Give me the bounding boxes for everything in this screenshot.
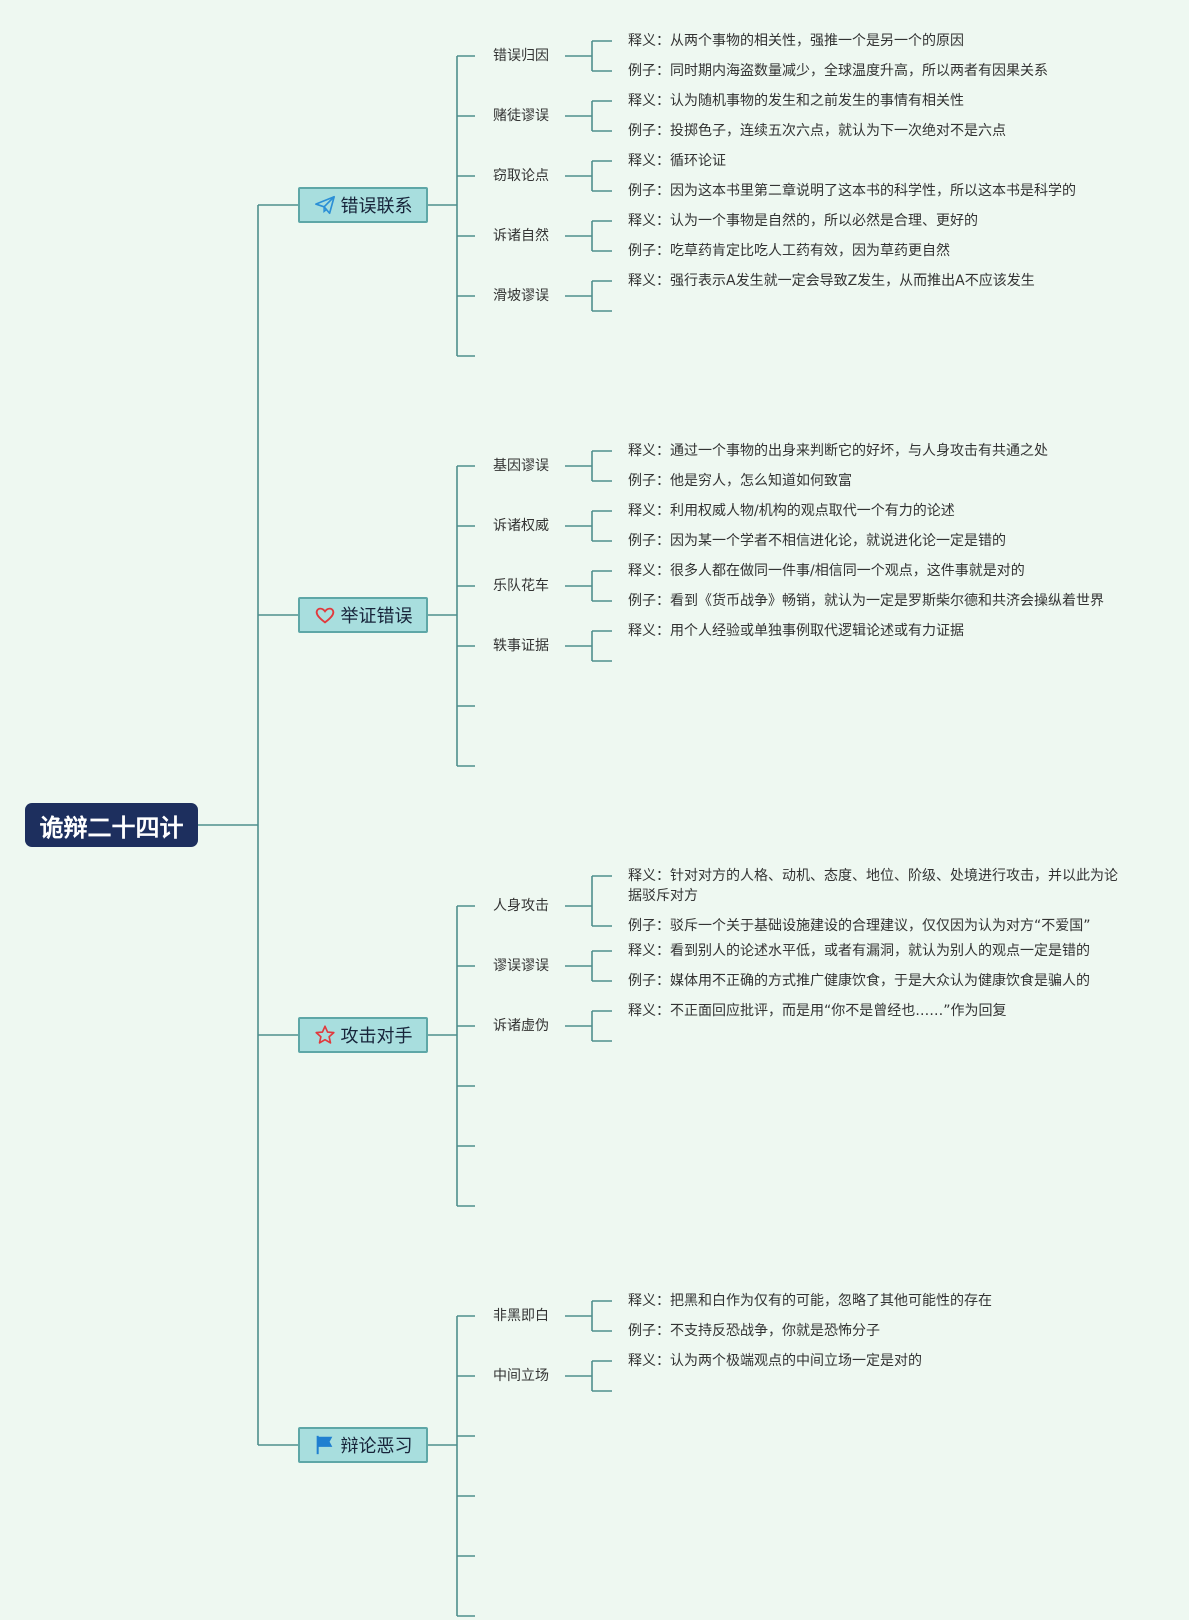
definition-note: 释义：认为两个极端观点的中间立场一定是对的 (628, 1353, 922, 1369)
branch-node-1[interactable]: 错误联系 (298, 187, 428, 223)
example-note: 例子：投掷色子，连续五次六点，就认为下一次绝对不是六点 (628, 123, 1006, 139)
branch-label: 攻击对手 (340, 1026, 413, 1047)
definition-note: 释义：很多人都在做同一件事/相信同一个观点，这件事就是对的 (628, 563, 1025, 579)
branch-node-2[interactable]: 举证错误 (298, 597, 428, 633)
sub-node[interactable]: 乐队花车 (493, 578, 549, 594)
star-icon (314, 1024, 341, 1046)
definition-note: 释义：针对对方的人格、动机、态度、地位、阶级、处境进行攻击，并以此为论据驳斥对方 (628, 868, 1118, 904)
sub-node[interactable]: 诉诸权威 (493, 518, 549, 534)
example-note: 例子：因为这本书里第二章说明了这本书的科学性，所以这本书是科学的 (628, 183, 1076, 199)
example-note: 例子：他是穷人，怎么知道如何致富 (628, 473, 852, 489)
branch-label: 错误联系 (340, 196, 413, 217)
sub-node[interactable]: 窃取论点 (493, 168, 549, 184)
definition-note: 释义：通过一个事物的出身来判断它的好坏，与人身攻击有共通之处 (628, 443, 1048, 459)
branch-label: 辩论恶习 (340, 1436, 413, 1457)
sub-node[interactable]: 赌徒谬误 (493, 108, 549, 124)
paper-plane-icon (314, 194, 341, 216)
sub-node[interactable]: 非黑即白 (493, 1308, 549, 1324)
example-note: 例子：吃草药肯定比吃人工药有效，因为草药更自然 (628, 243, 950, 259)
definition-note: 释义：强行表示A发生就一定会导致Z发生，从而推出A不应该发生 (628, 273, 1035, 289)
definition-note: 释义：把黑和白作为仅有的可能，忽略了其他可能性的存在 (628, 1293, 992, 1309)
sub-node[interactable]: 滑坡谬误 (493, 288, 549, 304)
sub-node[interactable]: 人身攻击 (493, 898, 549, 914)
definition-note: 释义：循环论证 (628, 153, 726, 169)
sub-node[interactable]: 错误归因 (493, 48, 549, 64)
example-note: 例子：媒体用不正确的方式推广健康饮食，于是大众认为健康饮食是骗人的 (628, 973, 1090, 989)
root-node[interactable]: 诡辩二十四计 (25, 803, 198, 847)
sub-node[interactable]: 谬误谬误 (493, 958, 549, 974)
flag-icon (314, 1434, 341, 1456)
example-note: 例子：同时期内海盗数量减少，全球温度升高，所以两者有因果关系 (628, 63, 1048, 79)
sub-node[interactable]: 轶事证据 (493, 638, 549, 654)
example-note: 例子：不支持反恐战争，你就是恐怖分子 (628, 1323, 880, 1339)
example-note: 例子：因为某一个学者不相信进化论，就说进化论一定是错的 (628, 533, 1006, 549)
definition-note: 释义：看到别人的论述水平低，或者有漏洞，就认为别人的观点一定是错的 (628, 943, 1090, 959)
branch-label: 举证错误 (340, 606, 413, 627)
sub-node[interactable]: 诉诸虚伪 (493, 1018, 549, 1034)
example-note: 例子：看到《货币战争》畅销，就认为一定是罗斯柴尔德和共济会操纵着世界 (628, 593, 1104, 609)
definition-note: 释义：利用权威人物/机构的观点取代一个有力的论述 (628, 503, 955, 519)
definition-note: 释义：认为随机事物的发生和之前发生的事情有相关性 (628, 93, 964, 109)
sub-node[interactable]: 基因谬误 (493, 458, 549, 474)
branch-node-4[interactable]: 辩论恶习 (298, 1427, 428, 1463)
heart-icon (314, 604, 341, 626)
sub-node[interactable]: 诉诸自然 (493, 228, 549, 244)
definition-note: 释义：用个人经验或单独事例取代逻辑论述或有力证据 (628, 623, 964, 639)
sub-node[interactable]: 中间立场 (493, 1368, 549, 1384)
example-note: 例子：驳斥一个关于基础设施建设的合理建议，仅仅因为认为对方“不爱国” (628, 918, 1091, 934)
branch-node-3[interactable]: 攻击对手 (298, 1017, 428, 1053)
definition-note: 释义：不正面回应批评，而是用“你不是曾经也……”作为回复 (628, 1003, 1007, 1019)
definition-note: 释义：认为一个事物是自然的，所以必然是合理、更好的 (628, 213, 978, 229)
definition-note: 释义：从两个事物的相关性，强推一个是另一个的原因 (628, 33, 964, 49)
